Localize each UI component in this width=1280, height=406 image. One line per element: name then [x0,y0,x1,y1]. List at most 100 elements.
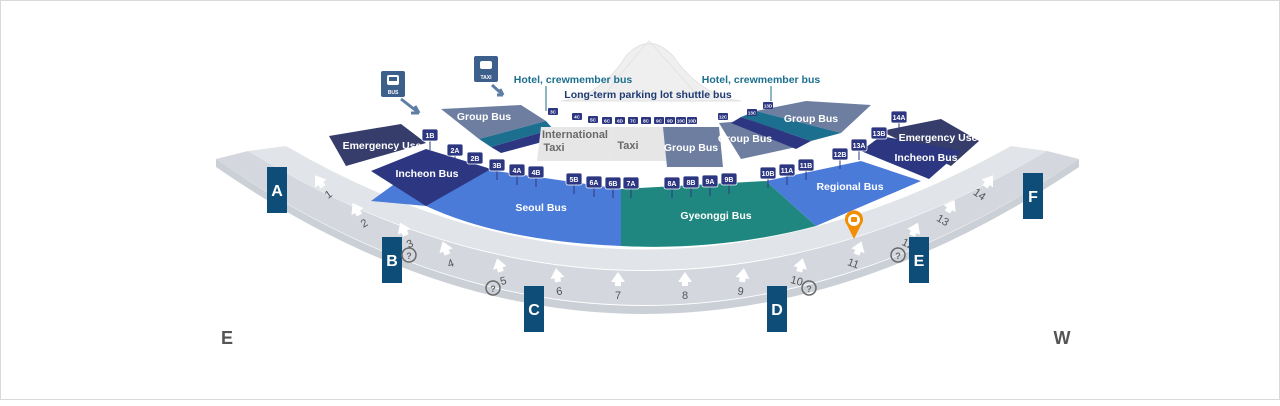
stop-tag: 6C [602,117,612,124]
stop-tag: 9D [665,117,675,124]
door-number: 2 [359,217,370,230]
gate-letter: F [1028,189,1038,206]
help-icon[interactable]: ? [801,280,817,296]
regional-bus-label: Regional Bus [816,181,883,193]
stop-label: 4A [513,168,522,175]
stop-label: 9A [706,179,715,186]
stop-label: 13B [873,131,886,138]
door-arrow: 10 [789,258,807,289]
stop-label: 10C [677,119,686,124]
sidewalk [248,146,1047,270]
door-number: 9 [737,285,745,298]
taxi-label: Taxi [617,140,638,152]
stop-tag: 12B [831,147,849,169]
hotel-left-caption: Hotel, crewmember bus [514,74,633,86]
gate-b: B [382,237,402,283]
incheon-left-zone [371,149,491,206]
help-icon[interactable]: ? [485,280,501,296]
door-number: 13 [934,212,951,229]
help-icons: ? ? ? ? [401,247,906,296]
stop-label: 12C [719,115,728,120]
svg-text:?: ? [406,251,412,261]
door-number: 5 [499,275,508,288]
door-arrow: 4 [439,241,456,271]
stop-tag: 9A [701,174,719,196]
terminal-dome-line [600,40,702,100]
stop-tag: 6B [604,176,622,198]
stop-label: 7A [627,181,636,188]
stop-label: 8A [668,181,677,188]
stop-tag: 2B [466,151,484,173]
taxi-zone [609,127,666,161]
help-icon[interactable]: ? [890,247,906,263]
stop-label: 8C [643,119,650,124]
door-number: 7 [615,290,621,302]
stop-tag: 13B [870,126,888,148]
group-bus-right-label: Group Bus [784,113,838,125]
gate-d: D [767,286,787,332]
door-arrow: 9 [735,268,750,298]
svg-text:TAXI: TAXI [480,75,492,81]
stop-label: 10B [762,171,775,178]
help-icon[interactable]: ? [401,247,417,263]
group-bus-left-zone [441,105,546,139]
stop-tag: 4B [527,165,545,187]
gate-a: A [267,167,287,213]
emergency-right-label: Emergency Use [899,132,978,144]
stop-tag: 7A [622,176,640,198]
door-arrow: 13 [934,199,956,229]
stop-tag: 3B [488,158,506,180]
door-arrow: 7 [611,272,625,302]
door-arrow: 5 [493,258,508,288]
stop-tag: 11B [797,158,815,180]
stop-tag: 2A [446,143,464,165]
stop-label: 5B [570,177,579,184]
gate-c: C [524,286,544,332]
door-number: 10 [789,274,804,289]
stop-tag: 5B [565,172,583,194]
stop-label: 4B [532,170,541,177]
stop-tag: 8B [682,175,700,197]
stop-tag: 1B [421,128,439,150]
stop-label: 6C [604,119,611,124]
stop-tag: 13C [747,109,757,116]
stop-label: 6A [590,180,599,187]
gyeonggi-bus-zone [621,181,816,247]
stop-tag: 4A [508,163,526,185]
gate-f: F [1023,173,1043,219]
stop-label: 3C [550,110,557,115]
stop-label: 8B [687,180,696,187]
direction-east: E [221,328,233,348]
gate-letter: A [271,183,283,200]
international-taxi-zone [537,127,613,161]
group-bus-center-label: Group Bus [664,142,718,154]
stop-label: 6D [617,119,624,124]
taxi-arrow [490,83,505,97]
stop-label: 11B [800,163,812,170]
stop-tag: 6A [585,175,603,197]
stop-tag: 5C [588,116,598,123]
stop-label: 9D [667,119,674,124]
stop-label: 3B [493,163,502,170]
stop-tag: 7C [628,117,638,124]
stop-label: 9B [725,177,734,184]
stop-label: 13A [853,143,866,150]
stop-label: 5C [590,118,597,123]
stop-label: 10D [688,119,697,124]
location-pin-icon[interactable] [845,210,863,239]
svg-text:?: ? [895,251,901,261]
gate-letter: D [771,302,783,319]
stop-label: 14A [893,115,906,122]
incheon-left-label: Incheon Bus [395,168,458,180]
svg-text:BUS: BUS [388,90,399,96]
taxi-icon: TAXI [474,56,498,82]
stop-label: 11A [781,168,793,175]
stop-label: 7C [630,119,637,124]
door-arrow: 8 [678,272,692,302]
gyeonggi-bus-label: Gyeonggi Bus [680,210,751,222]
